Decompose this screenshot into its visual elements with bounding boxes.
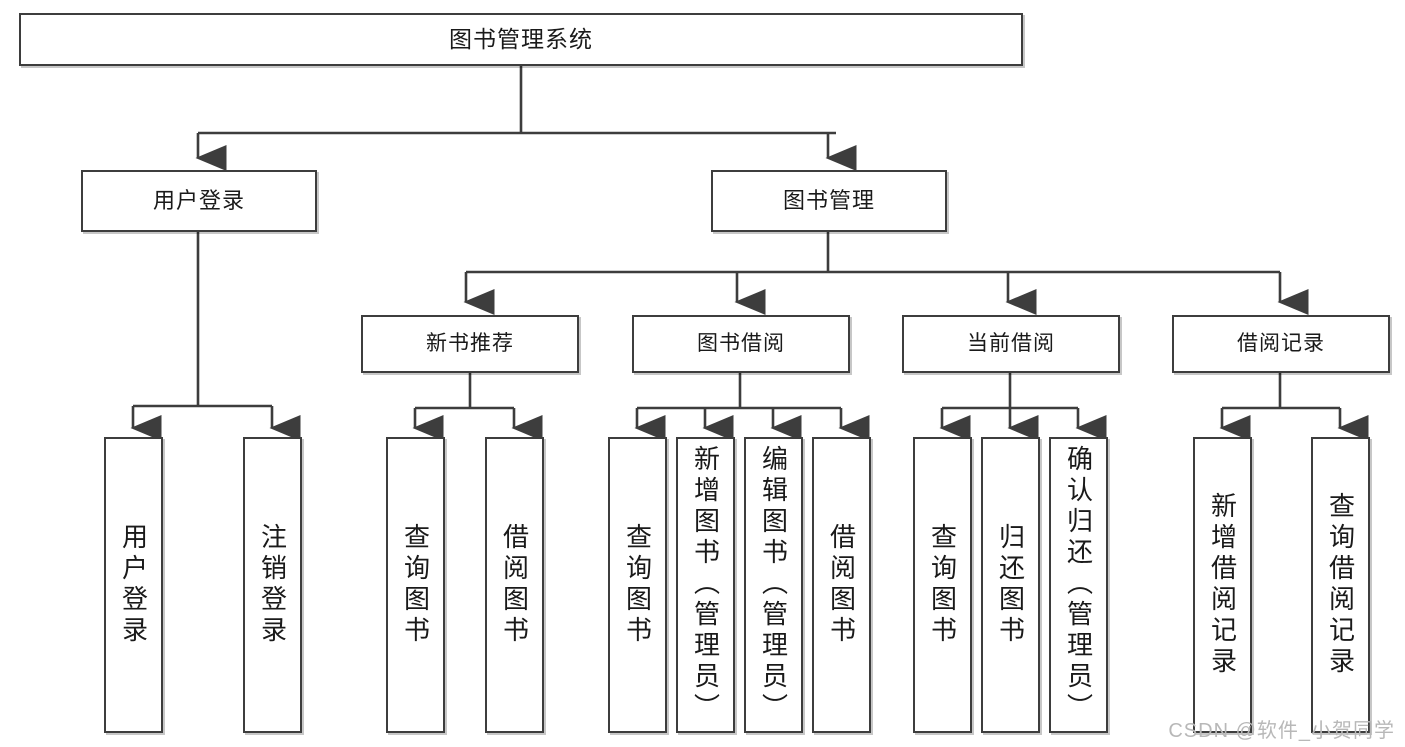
node-book-borrow-label: 图书借阅 xyxy=(697,331,785,355)
leaf-user-login-label: 用户登录 xyxy=(118,523,149,647)
node-new-book-recommend-label: 新书推荐 xyxy=(426,331,514,355)
leaf-edit-book[interactable]: 编辑图书（管理员） xyxy=(744,437,803,733)
leaf-add-record[interactable]: 新增借阅记录 xyxy=(1193,437,1252,733)
leaf-add-record-label: 新增借阅记录 xyxy=(1207,492,1238,678)
node-new-book-recommend[interactable]: 新书推荐 xyxy=(361,315,579,373)
leaf-query-book-1-label: 查询图书 xyxy=(400,523,431,647)
node-book-manage-label: 图书管理 xyxy=(782,188,875,214)
leaf-borrow-book-2-label: 借阅图书 xyxy=(826,523,857,647)
node-current-borrow-label: 当前借阅 xyxy=(967,331,1055,355)
leaf-user-login[interactable]: 用户登录 xyxy=(104,437,163,733)
leaf-borrow-book-2[interactable]: 借阅图书 xyxy=(812,437,871,733)
node-user-login[interactable]: 用户登录 xyxy=(81,170,317,232)
leaf-query-book-3-label: 查询图书 xyxy=(927,523,958,647)
leaf-query-record[interactable]: 查询借阅记录 xyxy=(1311,437,1370,733)
node-borrow-record-label: 借阅记录 xyxy=(1237,331,1325,355)
leaf-query-book-1[interactable]: 查询图书 xyxy=(386,437,445,733)
leaf-confirm-return[interactable]: 确认归还（管理员） xyxy=(1049,437,1108,733)
node-book-manage[interactable]: 图书管理 xyxy=(711,170,947,232)
node-user-login-label: 用户登录 xyxy=(152,188,245,214)
leaf-return-book[interactable]: 归还图书 xyxy=(981,437,1040,733)
leaf-query-book-2-label: 查询图书 xyxy=(622,523,653,647)
leaf-query-book-2[interactable]: 查询图书 xyxy=(608,437,667,733)
node-root-label: 图书管理系统 xyxy=(449,26,593,53)
leaf-logout-label: 注销登录 xyxy=(257,523,288,647)
leaf-add-book-label: 新增图书（管理员） xyxy=(690,445,721,724)
leaf-logout[interactable]: 注销登录 xyxy=(243,437,302,733)
leaf-query-book-3[interactable]: 查询图书 xyxy=(913,437,972,733)
node-borrow-record[interactable]: 借阅记录 xyxy=(1172,315,1390,373)
leaf-borrow-book-1-label: 借阅图书 xyxy=(499,523,530,647)
leaf-edit-book-label: 编辑图书（管理员） xyxy=(758,445,789,724)
leaf-return-book-label: 归还图书 xyxy=(995,523,1026,647)
node-book-borrow[interactable]: 图书借阅 xyxy=(632,315,850,373)
leaf-confirm-return-label: 确认归还（管理员） xyxy=(1063,445,1094,724)
leaf-borrow-book-1[interactable]: 借阅图书 xyxy=(485,437,544,733)
leaf-add-book[interactable]: 新增图书（管理员） xyxy=(676,437,735,733)
node-current-borrow[interactable]: 当前借阅 xyxy=(902,315,1120,373)
node-root[interactable]: 图书管理系统 xyxy=(19,13,1023,66)
leaf-query-record-label: 查询借阅记录 xyxy=(1325,492,1356,678)
